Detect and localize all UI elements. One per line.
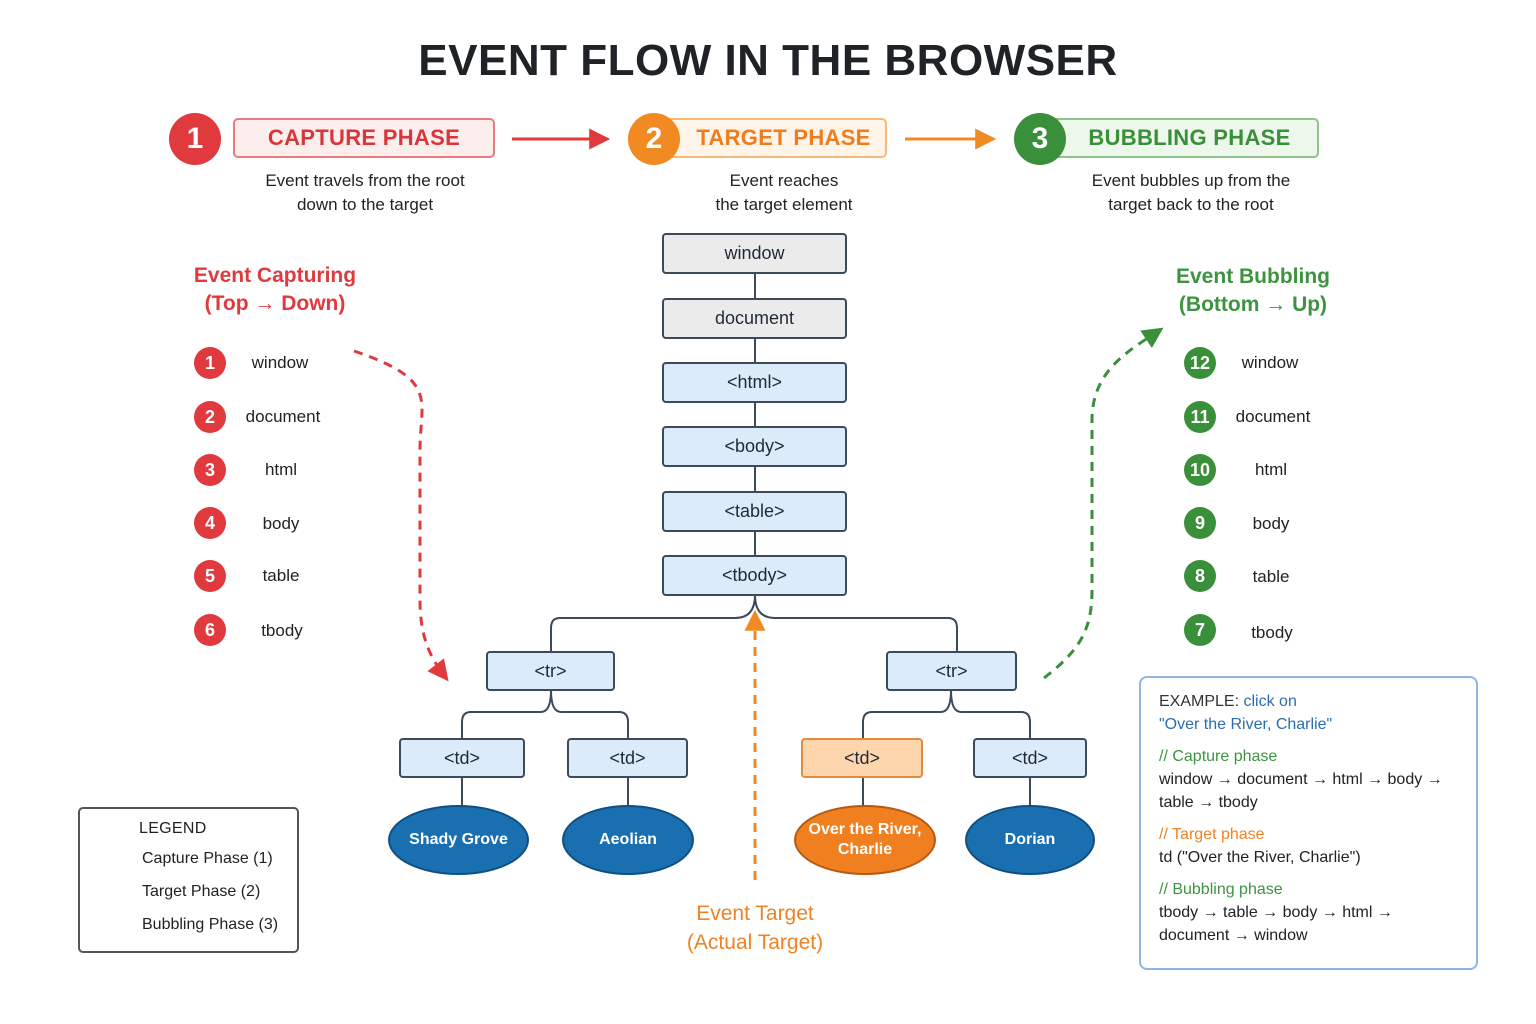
bubbling-desc-line1: Event bubbles up from the xyxy=(1091,171,1291,190)
target-phase-description: Event reaches the target element xyxy=(634,169,934,217)
legend-capture-label: Capture Phase (1) xyxy=(142,850,273,867)
leaf-aeolian[interactable]: Aeolian xyxy=(562,805,694,875)
leaf-over-line2: Charlie xyxy=(837,841,893,858)
example-head: EXAMPLE: xyxy=(1159,693,1240,710)
example-bubble-line1: tbody → table → body → html → xyxy=(1159,904,1393,921)
bubbling-phase-description: Event bubbles up from the target back to… xyxy=(1036,169,1346,217)
leaf-over-the-river-charlie[interactable]: Over the River, Charlie xyxy=(794,805,936,875)
example-subject: "Over the River, Charlie" xyxy=(1159,716,1333,733)
capture-step-badge: 2 xyxy=(194,401,226,433)
event-target-label: Event Target (Actual Target) xyxy=(640,899,870,957)
tree-node-td: <td> xyxy=(399,738,525,778)
capture-desc-line1: Event travels from the root xyxy=(265,171,465,190)
tree-node-tbody: <tbody> xyxy=(662,555,847,596)
capture-phase-description: Event travels from the root down to the … xyxy=(210,169,520,217)
capture-step-label: tbody xyxy=(261,621,303,640)
example-capture-line1: window → document → html → body → xyxy=(1159,771,1443,788)
bubbling-title: Event Bubbling (Bottom → Up) xyxy=(1128,263,1378,319)
bubbling-title-line1: Event Bubbling xyxy=(1176,265,1330,288)
bubbling-step-label: window xyxy=(1241,353,1299,372)
capture-step-badge: 3 xyxy=(194,454,226,486)
tree-node-td: <td> xyxy=(567,738,688,778)
tree-node-window: window xyxy=(662,233,847,274)
tree-node-tr-right: <tr> xyxy=(886,651,1017,691)
capture-step-badge: 6 xyxy=(194,614,226,646)
example-heading: EXAMPLE: click on xyxy=(1159,690,1458,713)
capture-phase-badge: 1 xyxy=(169,113,221,165)
bubbling-step-label: html xyxy=(1254,460,1288,479)
tree-node-document: document xyxy=(662,298,847,339)
event-target-line2: (Actual Target) xyxy=(686,931,824,954)
bubbling-title-line2: (Bottom → Up) xyxy=(1178,293,1328,316)
example-capture-comment: // Capture phase xyxy=(1159,748,1278,765)
capture-phase-label: CAPTURE PHASE xyxy=(233,118,495,158)
example-bubble-comment: // Bubbling phase xyxy=(1159,881,1283,898)
tree-node-body: <body> xyxy=(662,426,847,467)
leaf-over-line1: Over the River, xyxy=(808,821,922,838)
tree-node-td-target: <td> xyxy=(801,738,923,778)
bubbling-step-badge: 11 xyxy=(1184,401,1216,433)
page-title: EVENT FLOW IN THE BROWSER xyxy=(418,36,1118,85)
capture-step-label: table xyxy=(262,566,300,585)
bubbling-step-label: document xyxy=(1235,407,1311,426)
leaf-shady-grove[interactable]: Shady Grove xyxy=(388,805,529,875)
bubbling-step-badge: 7 xyxy=(1184,614,1216,646)
legend-title: LEGEND xyxy=(139,820,207,837)
bubbling-desc-line2: target back to the root xyxy=(1108,195,1274,214)
tree-node-table: <table> xyxy=(662,491,847,532)
example-target-line: td ("Over the River, Charlie") xyxy=(1159,849,1361,866)
example-target-comment: // Target phase xyxy=(1159,826,1265,843)
tree-node-html: <html> xyxy=(662,362,847,403)
bubbling-step-badge: 12 xyxy=(1184,347,1216,379)
target-phase-badge: 2 xyxy=(628,113,680,165)
capture-step-label: html xyxy=(264,460,298,479)
capture-step-badge: 4 xyxy=(194,507,226,539)
bubbling-step-label: tbody xyxy=(1251,623,1293,642)
bubbling-step-badge: 9 xyxy=(1184,507,1216,539)
capture-flow-arrow xyxy=(353,349,449,682)
capturing-title: Event Capturing (Top → Down) xyxy=(150,262,400,318)
capture-desc-line2: down to the target xyxy=(296,195,434,214)
bubbling-step-label: body xyxy=(1252,514,1290,533)
bubbling-step-badge: 10 xyxy=(1184,454,1216,486)
leaf-dorian[interactable]: Dorian xyxy=(965,805,1095,875)
tree-node-tr-left: <tr> xyxy=(486,651,615,691)
target-phase-label: TARGET PHASE xyxy=(650,118,887,158)
tree-node-td: <td> xyxy=(973,738,1087,778)
capturing-title-line1: Event Capturing xyxy=(193,264,357,287)
event-target-line1: Event Target xyxy=(696,902,814,925)
example-capture-line2: table → tbody xyxy=(1159,794,1258,811)
target-desc-line1: Event reaches xyxy=(729,171,839,190)
legend-box xyxy=(78,807,299,953)
example-head-action: click on xyxy=(1243,693,1297,710)
capture-step-badge: 1 xyxy=(194,347,226,379)
bubbling-step-label: table xyxy=(1252,567,1290,586)
capture-step-label: document xyxy=(245,407,321,426)
capture-step-label: body xyxy=(262,514,300,533)
legend-target-label: Target Phase (2) xyxy=(142,883,261,900)
tree-connectors xyxy=(461,273,1031,806)
example-bubble-line2: document → window xyxy=(1159,927,1308,944)
target-desc-line2: the target element xyxy=(715,195,853,214)
capture-step-badge: 5 xyxy=(194,560,226,592)
bubbling-phase-badge: 3 xyxy=(1014,113,1066,165)
bubbling-phase-label: BUBBLING PHASE xyxy=(1040,118,1319,158)
bubbling-flow-arrow xyxy=(1043,327,1164,680)
capture-step-label: window xyxy=(251,353,309,372)
example-box: EXAMPLE: click on "Over the River, Charl… xyxy=(1139,676,1478,970)
bubbling-step-badge: 8 xyxy=(1184,560,1216,592)
capturing-title-line2: (Top → Down) xyxy=(204,292,346,315)
legend-bubbling-label: Bubbling Phase (3) xyxy=(142,916,279,933)
